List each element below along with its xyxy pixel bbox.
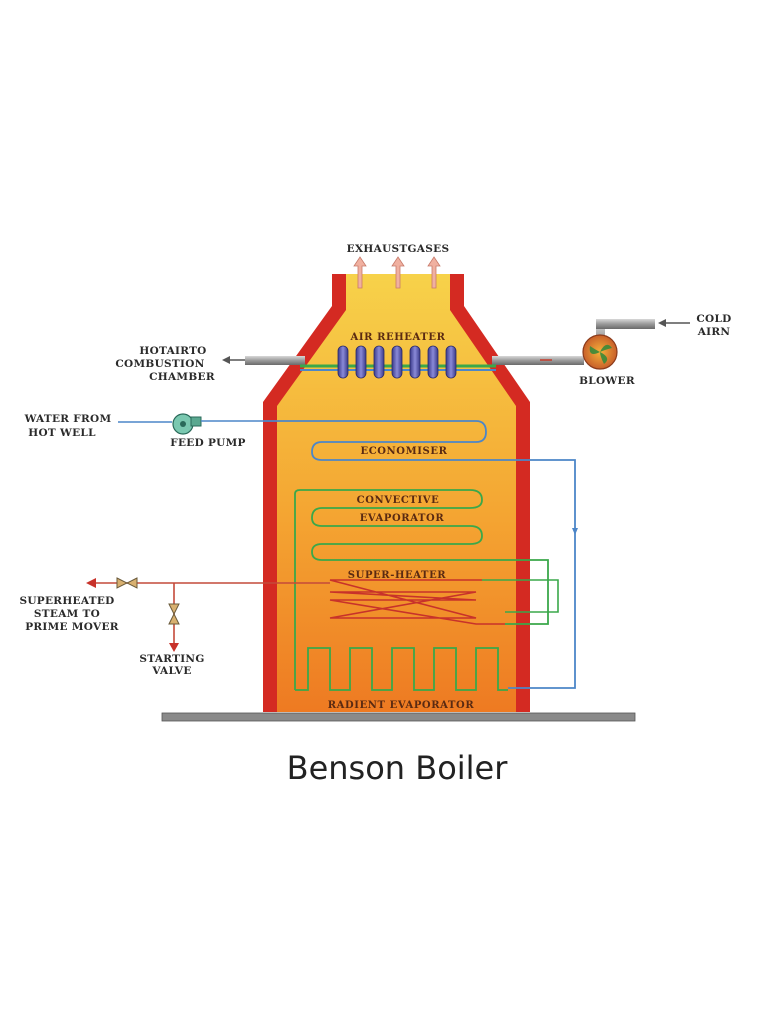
reheater-coil [391, 345, 403, 379]
economiser-flow-arrowhead-icon [572, 528, 578, 535]
starting-valve-label-line2: VALVE [151, 665, 191, 677]
blower-label: BLOWER [579, 375, 635, 387]
superheated-label-line1: SUPERHEATED [19, 595, 114, 607]
furnace-body [263, 274, 530, 712]
exhaust-arrow-icon [353, 256, 367, 289]
reheater-coil [427, 345, 439, 379]
furnace-interior [277, 274, 516, 712]
superheated-label-line3: PRIME MOVER [25, 621, 119, 633]
steam-outlet [86, 577, 330, 652]
reheater-coil [337, 345, 349, 379]
diagram-title: Benson Boiler [287, 749, 509, 787]
hot-air-label-line3: CHAMBER [149, 371, 215, 383]
reheater-coil [409, 345, 421, 379]
exhaust-arrow-icon [391, 256, 405, 289]
water-from-label-line1: WATER FROM [24, 413, 112, 425]
superheated-label-line2: STEAM TO [34, 608, 100, 620]
reheater-coil [373, 345, 385, 379]
feed-pump-group [118, 413, 263, 435]
starting-valve-icon [168, 603, 180, 625]
starting-valve-arrowhead-icon [169, 643, 179, 652]
ground-base [161, 712, 636, 722]
hot-air-arrowhead-icon [222, 356, 230, 364]
feed-pump-outlet [190, 416, 202, 427]
feed-pump-hub-icon [180, 421, 186, 427]
hot-air-label-line2: COMBUSTION [115, 358, 204, 370]
steam-valve-icon [116, 577, 138, 589]
water-from-label-line2: HOT WELL [28, 427, 96, 439]
air-duct-right [492, 356, 584, 365]
reheater-coil [355, 345, 367, 379]
reheater-coil [445, 345, 457, 379]
cold-air-label-line2: AIRN [697, 326, 731, 338]
convective-evaporator-tube [294, 489, 549, 690]
air-duct-left [245, 356, 305, 365]
blower [582, 334, 618, 370]
convective-label: CONVECTIVE [357, 495, 440, 506]
steam-arrowhead-icon [86, 578, 96, 588]
cold-air-pipe-horizontal [596, 319, 655, 329]
radiant-evaporator-label: RADIENT EVAPORATOR [328, 700, 475, 711]
exhaust-arrow-icon [427, 256, 441, 289]
exhaust-arrows [353, 256, 441, 289]
economiser-label: ECONOMISER [360, 446, 447, 457]
hot-air-label-line1: HOTAIRTO [139, 345, 206, 357]
feed-pump-label: FEED PUMP [170, 437, 246, 449]
super-heater-loop [482, 579, 559, 613]
exhaust-label: EXHAUSTGASES [347, 243, 450, 255]
air-reheater [300, 345, 496, 379]
cold-air-label-line1: COLD [696, 313, 731, 325]
radiant-evaporator-tube [295, 647, 508, 691]
blower-fan-icon [589, 344, 612, 364]
super-heater-tube [329, 579, 505, 625]
reheater-coils [337, 345, 457, 379]
economiser-tube [263, 420, 576, 689]
super-heater-label: SUPER-HEATER [348, 570, 446, 581]
evaporator-label: EVAPORATOR [360, 513, 445, 524]
cold-air-arrowhead-icon [658, 319, 666, 327]
starting-valve-label-line1: STARTING [139, 653, 204, 665]
air-reheater-label: AIR REHEATER [349, 332, 445, 343]
